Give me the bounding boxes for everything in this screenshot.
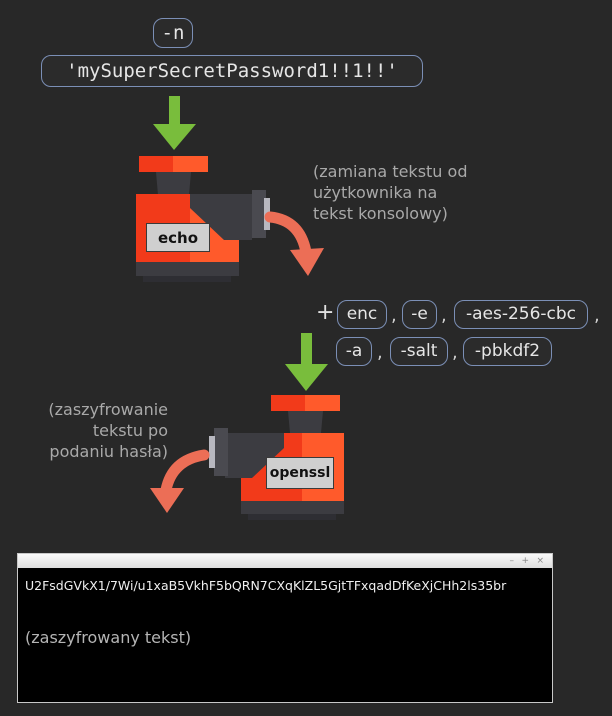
arg-text: enc: [346, 304, 378, 324]
plus-sign: +: [316, 300, 335, 325]
arg-pill-pbkdf2: -pbkdf2: [463, 337, 552, 366]
curved-output-arrow-icon: [150, 449, 210, 513]
separator: ,: [377, 342, 383, 363]
minimize-button[interactable]: –: [509, 556, 515, 566]
curved-output-arrow-icon: [264, 211, 324, 276]
arg-text: -a: [345, 341, 363, 361]
echo-label-text: echo: [157, 228, 199, 247]
echo-note-line-3: tekst konsolowy): [313, 204, 448, 223]
separator: ,: [441, 305, 447, 326]
arg-pill-aes: -aes-256-cbc: [454, 300, 588, 329]
green-down-arrow-icon: [153, 96, 196, 150]
echo-note-line-2: użytkownika na: [313, 183, 438, 202]
openssl-note: (zaszyfrowanie tekstu po podaniu hasła): [20, 399, 168, 462]
arg-text: -e: [411, 304, 428, 324]
openssl-note-line-2: tekstu po: [92, 421, 168, 440]
arg-pill-salt: -salt: [390, 337, 448, 366]
terminal-output: U2FsdGVkX1/7Wi/u1xaB5VkhF5bQRN7CXqKlZL5G…: [25, 578, 507, 593]
terminal-titlebar[interactable]: – + ×: [18, 554, 552, 568]
arg-pill-a: -a: [336, 337, 372, 366]
arg-text: -aes-256-cbc: [465, 304, 577, 324]
password-text: 'mySuperSecretPassword1!!1!!': [66, 59, 398, 82]
echo-grinder-icon: [136, 156, 270, 282]
openssl-label: openssl: [266, 457, 334, 489]
separator: ,: [452, 342, 458, 363]
echo-note: (zamiana tekstu od użytkownika na tekst …: [313, 161, 467, 224]
flag-n-text: -n: [161, 21, 185, 44]
close-button[interactable]: ×: [536, 556, 544, 566]
green-down-arrow-icon: [285, 333, 328, 391]
echo-note-line-1: (zamiana tekstu od: [313, 162, 468, 181]
terminal-window: – + × U2FsdGVkX1/7Wi/u1xaB5VkhF5bQRN7CXq…: [17, 553, 553, 703]
separator: ,: [594, 305, 600, 326]
openssl-note-line-1: (zaszyfrowanie: [48, 400, 168, 419]
password-pill: 'mySuperSecretPassword1!!1!!': [41, 55, 423, 87]
terminal-note: (zaszyfrowany tekst): [25, 628, 192, 647]
arg-text: -pbkdf2: [474, 341, 541, 361]
echo-label: echo: [146, 223, 210, 252]
openssl-note-line-3: podaniu hasła): [49, 442, 168, 461]
separator: ,: [391, 305, 397, 326]
arg-text: -salt: [400, 341, 438, 361]
arg-pill-e: -e: [402, 300, 437, 329]
openssl-label-text: openssl: [269, 465, 331, 481]
flag-n-pill: -n: [153, 18, 193, 48]
maximize-button[interactable]: +: [521, 556, 529, 566]
arg-pill-enc: enc: [337, 300, 387, 329]
